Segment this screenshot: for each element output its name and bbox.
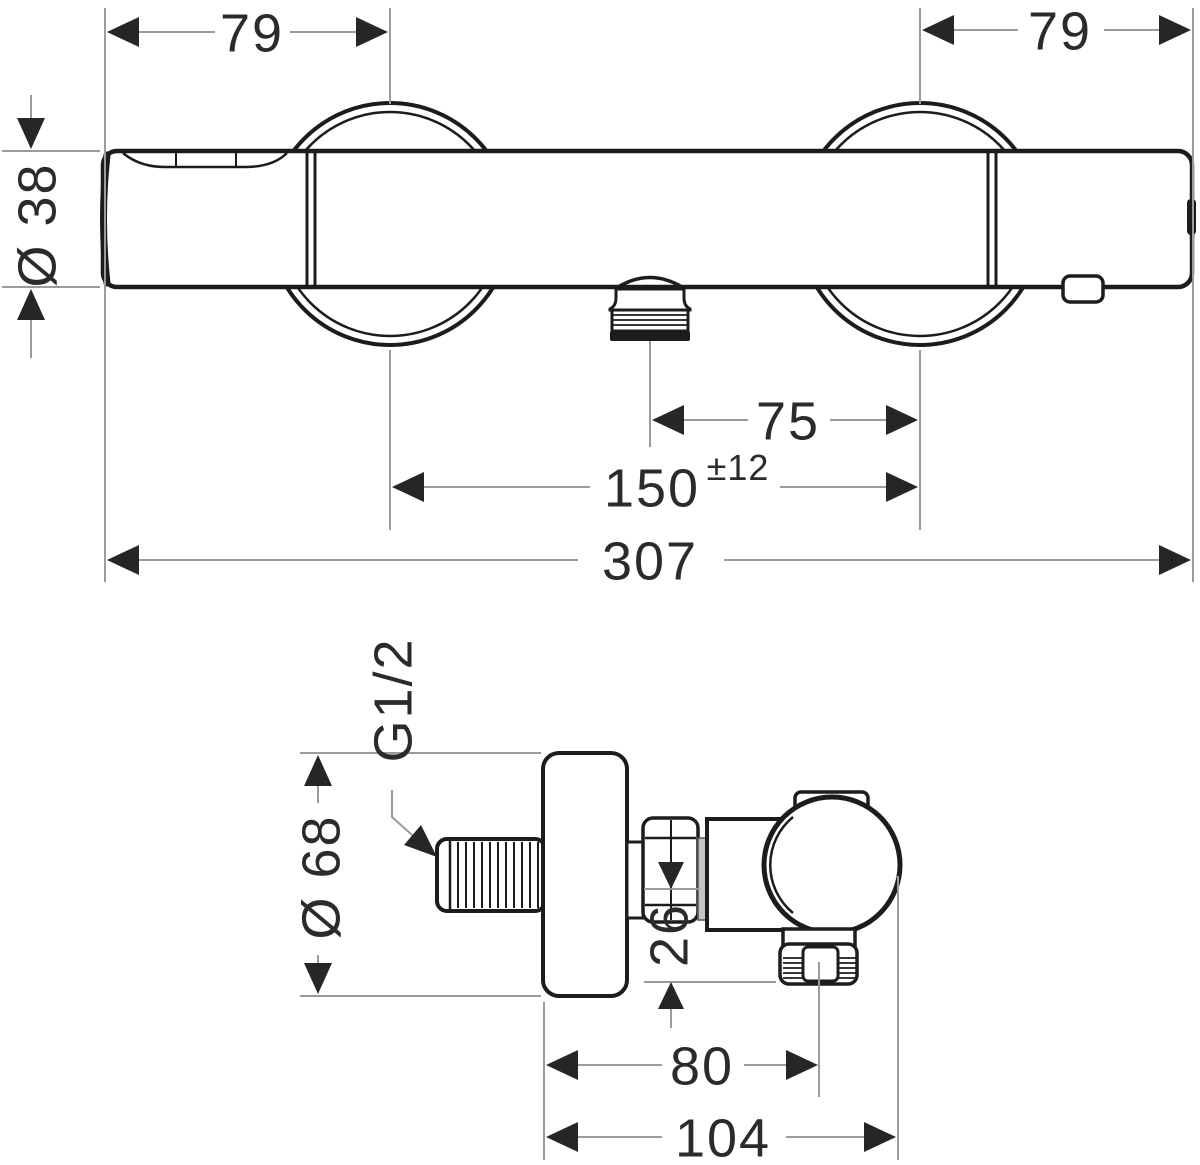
dim-overall-depth: 104 xyxy=(546,1108,896,1165)
bar-clip xyxy=(1061,274,1105,304)
thread-stub xyxy=(435,837,547,913)
dim-80-label: 80 xyxy=(670,1036,734,1096)
dim-connection-thread: G1/2 xyxy=(363,637,437,857)
dim-escutcheon-diameter: Ø 68 xyxy=(291,755,351,994)
dim-g12-label: G1/2 xyxy=(363,637,423,762)
dim-union-spacing: 150 ±12 xyxy=(392,447,918,518)
dim-dia38-label: Ø 38 xyxy=(7,162,67,287)
hose-outlet-front xyxy=(608,275,692,341)
bar-right-end-detail xyxy=(1187,199,1196,235)
bar-body xyxy=(100,148,1195,290)
dim-outlet-to-union: 75 xyxy=(652,391,918,451)
dim-26-label: 26 xyxy=(639,903,699,967)
front-view-dimensions: 79 79 Ø 38 75 xyxy=(2,1,1194,591)
escutcheon-disc xyxy=(541,751,629,998)
front-view xyxy=(100,101,1196,347)
bar-seams xyxy=(305,153,998,285)
dim-outlet-drop: 26 xyxy=(639,862,699,1028)
dim-307-label: 307 xyxy=(602,531,698,591)
dim-150-label: 150 xyxy=(604,458,700,518)
dim-wall-to-outlet: 80 xyxy=(546,1036,818,1096)
dim-79-right-label: 79 xyxy=(1028,1,1092,61)
shower-holder xyxy=(122,152,288,169)
temperature-knob xyxy=(761,794,903,936)
dim-150-tolerance-label: ±12 xyxy=(707,447,770,488)
dim-right-union-offset: 79 xyxy=(922,1,1191,61)
dim-104-label: 104 xyxy=(675,1108,771,1165)
dim-bar-diameter: Ø 38 xyxy=(7,95,67,358)
side-view-dimensions: G1/2 Ø 68 26 80 xyxy=(291,637,899,1165)
side-view xyxy=(435,751,903,998)
dim-overall-width: 307 xyxy=(107,531,1191,591)
dim-75-label: 75 xyxy=(756,391,820,451)
dim-left-union-offset: 79 xyxy=(107,3,388,63)
dim-79-left-label: 79 xyxy=(220,3,284,63)
dim-dia68-label: Ø 68 xyxy=(291,814,351,939)
